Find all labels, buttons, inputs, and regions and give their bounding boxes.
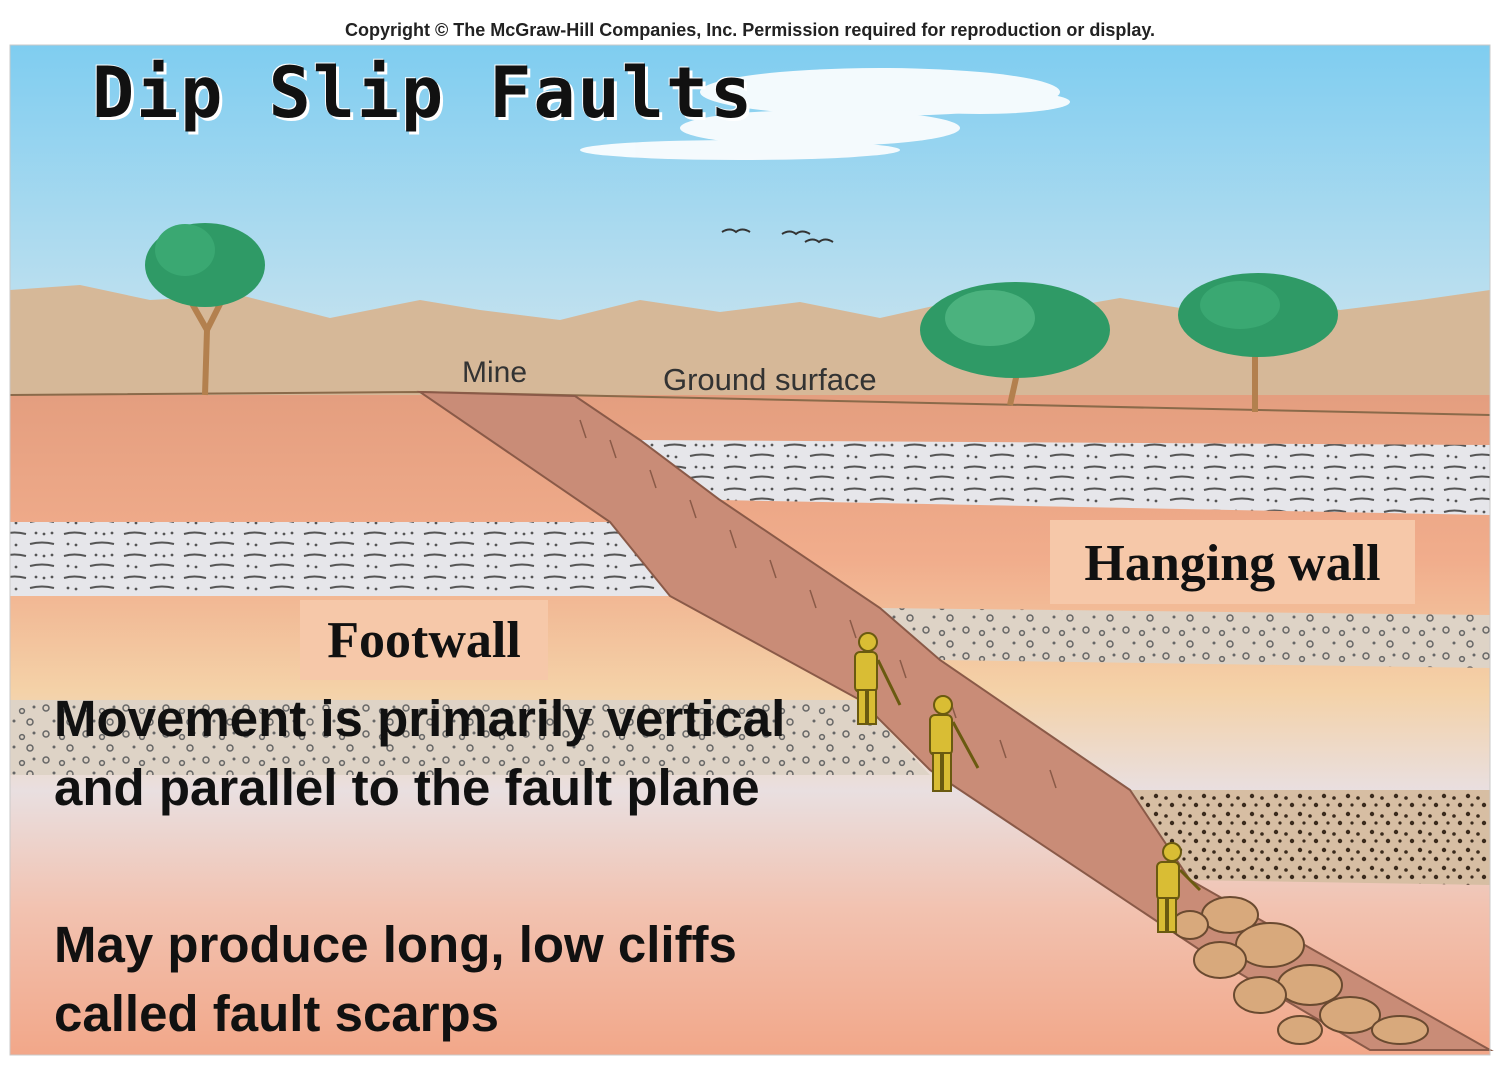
label-footwall: Footwall <box>300 600 548 680</box>
miner-icon <box>1156 842 1202 933</box>
label-ground-surface: Ground surface <box>663 362 877 397</box>
clouds <box>580 68 1070 160</box>
tree-icon <box>1178 273 1338 412</box>
slide-title: Dip Slip Faults <box>92 52 755 134</box>
miner-icon <box>854 632 902 725</box>
rubble <box>1171 896 1429 1045</box>
birds-icon <box>721 228 834 244</box>
fault-striations <box>579 419 1057 789</box>
hangingwall-layer-2 <box>880 608 1490 668</box>
mountains <box>10 285 1490 420</box>
label-mine: Mine <box>462 356 528 389</box>
footwall-layer-2 <box>10 700 930 775</box>
miner-icon <box>929 695 980 792</box>
label-hanging-wall: Hanging wall <box>1050 520 1415 604</box>
fault-plane <box>416 390 1494 1051</box>
body-text-movement: Movement is primarily vertical and paral… <box>54 690 786 816</box>
body-text-scarps: May produce long, low cliffs called faul… <box>54 916 737 1042</box>
hangingwall-layer-3 <box>1130 790 1490 885</box>
tree-icon <box>920 282 1110 406</box>
hangingwall-layer-1 <box>640 440 1490 515</box>
copyright-notice: Copyright © The McGraw-Hill Companies, I… <box>344 20 1156 40</box>
tree-icon <box>145 223 265 396</box>
footwall-layer-1 <box>10 522 670 596</box>
